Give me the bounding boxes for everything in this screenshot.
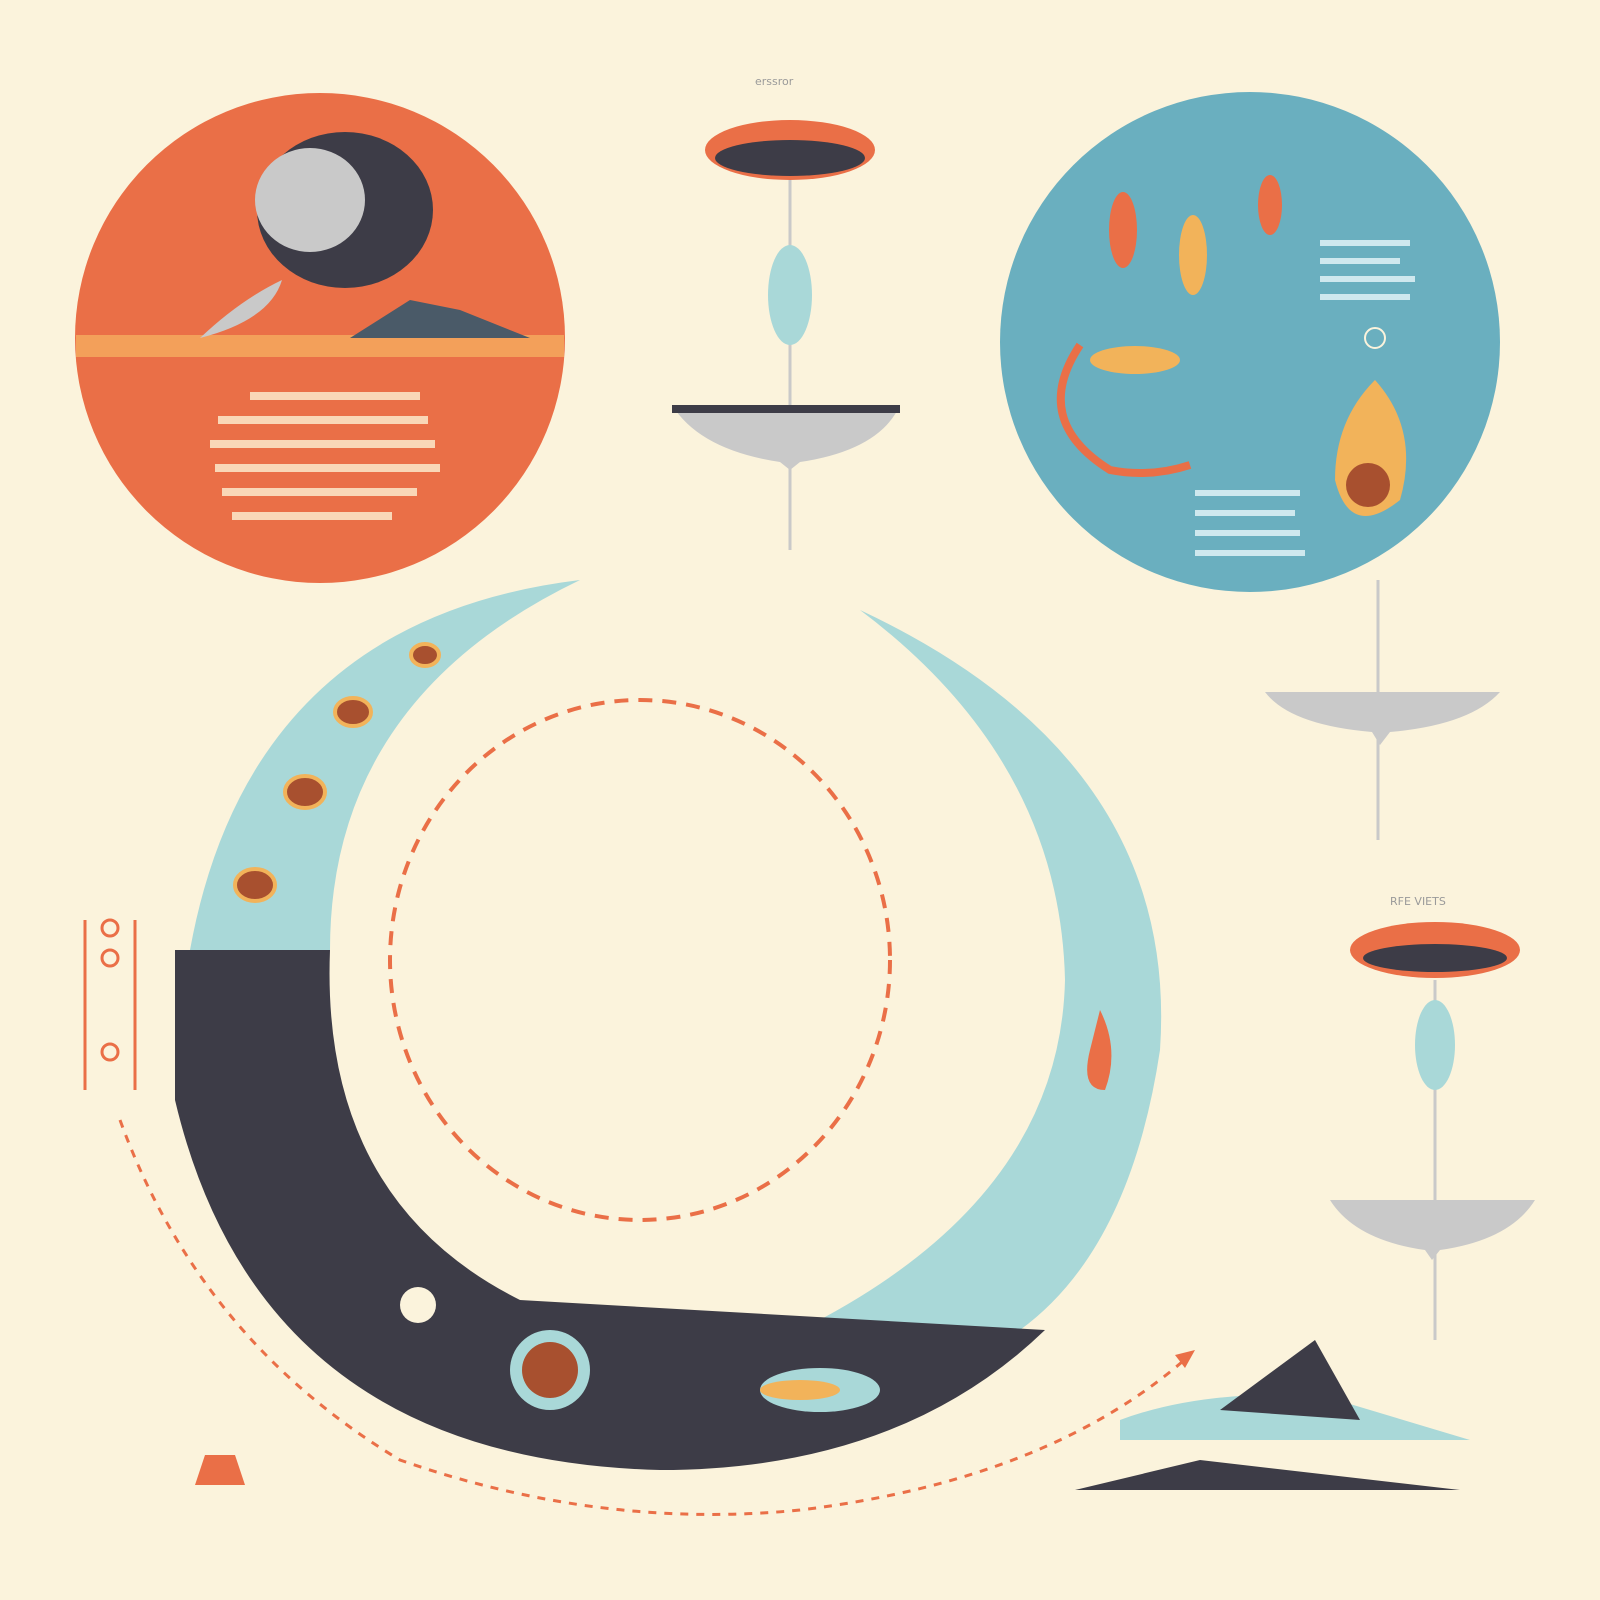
dish-icon [1330,1200,1535,1260]
orbit-icon [118,1119,1191,1516]
top-heading: erssror [755,75,794,88]
left-marker-column [83,918,137,1090]
orange-moon-panel [75,93,565,583]
dish-icon [672,405,900,470]
right-heading: RFE VIETS [1390,895,1446,908]
seed-icon [233,642,441,903]
right-lens-device: RFE VIETS [1265,580,1535,1340]
moon-icon [200,132,433,338]
life-cycle-ring [175,580,1162,1470]
teal-seed-panel [1000,92,1500,592]
top-lens-device: erssror [672,75,900,550]
arrow-icon [1175,1350,1195,1368]
seed-icon [1090,175,1407,516]
mountain-icon [1075,1340,1470,1490]
